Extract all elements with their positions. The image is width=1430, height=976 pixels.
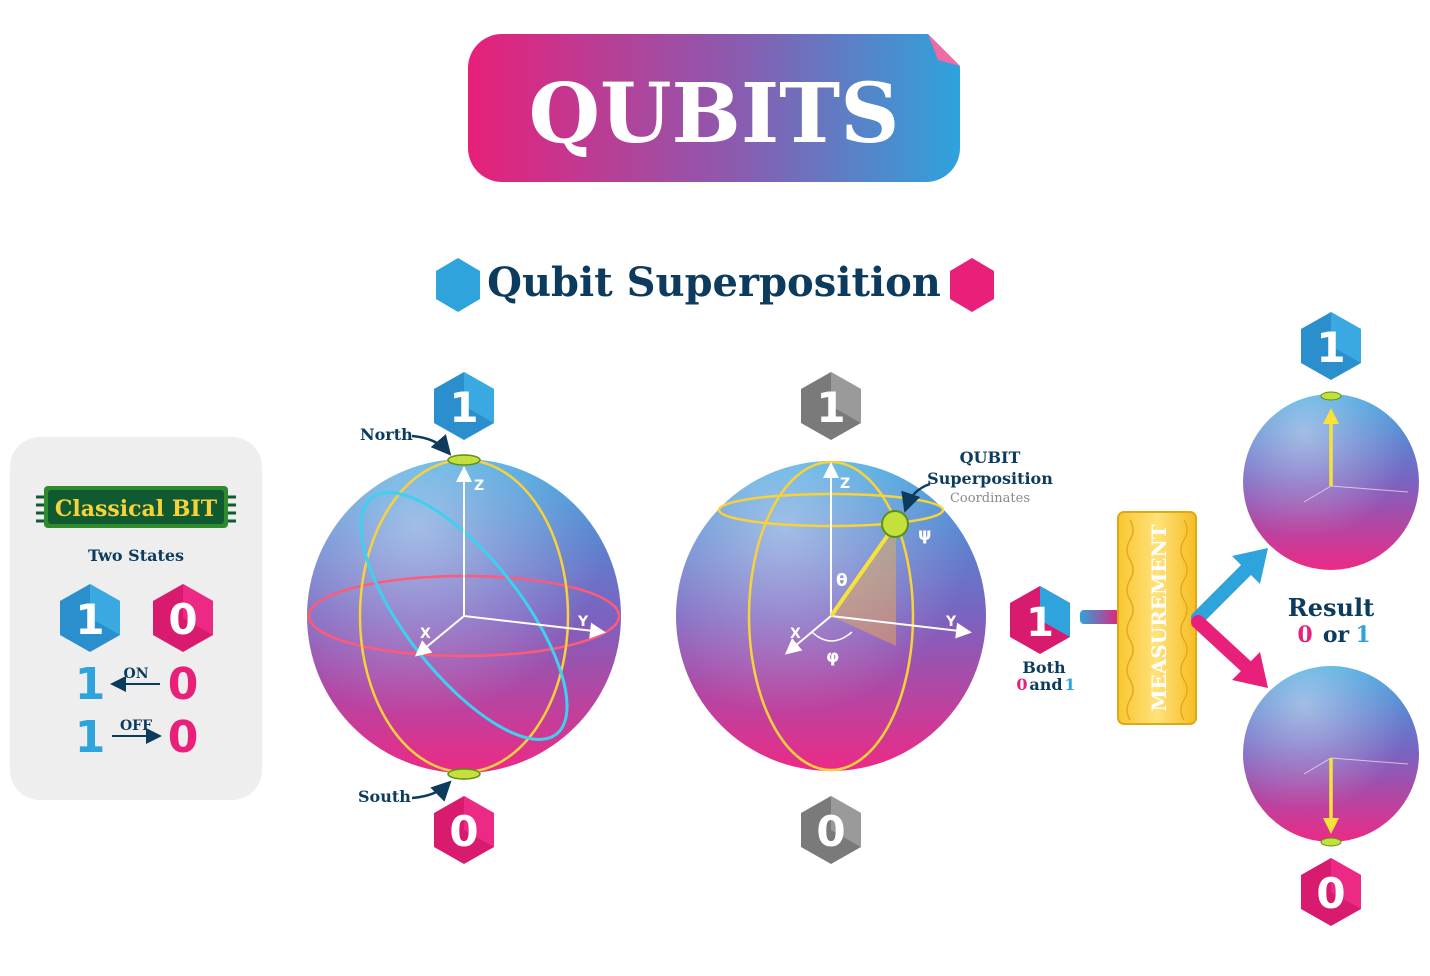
callout-subtitle: Superposition — [927, 469, 1053, 488]
bit-zero-hexagon: 0 — [153, 584, 213, 652]
svg-text:1: 1 — [1064, 675, 1075, 694]
svg-text:X: X — [790, 626, 801, 642]
state-vector — [829, 530, 892, 618]
title-banner: QUBITS — [468, 34, 960, 182]
classical-bit-panel: Classical BIT Two States 1 0 1 ON 0 1 OF… — [10, 437, 262, 800]
page-title: QUBITS — [529, 66, 900, 162]
svg-text:1: 1 — [75, 595, 104, 644]
svg-text:0: 0 — [449, 807, 478, 856]
arrow-up-result — [1191, 559, 1257, 625]
svg-text:0: 0 — [1016, 675, 1027, 694]
arrow-down-result — [1191, 615, 1257, 677]
phi-label: φ — [826, 647, 839, 667]
svg-text:0: 0 — [168, 659, 199, 710]
svg-text:1: 1 — [449, 383, 478, 432]
measurement-section: 1 Both 0 and 1 MEASUREMENT — [1010, 511, 1268, 725]
state-zero-gray-hexagon: 0 — [801, 796, 861, 864]
result-title: Result — [1288, 593, 1374, 622]
north-label: North — [360, 425, 413, 444]
svg-text:1: 1 — [75, 659, 106, 710]
result-one-hexagon: 1 — [1301, 312, 1361, 380]
classical-bit-badge: Classical BIT — [36, 486, 236, 528]
north-pole-marker — [447, 454, 481, 466]
subtitle-row: Qubit Superposition — [436, 258, 994, 312]
result-zero-hexagon: 0 — [1301, 858, 1361, 926]
theta-label: θ — [836, 571, 848, 591]
bit-one-hexagon: 1 — [60, 584, 120, 652]
svg-text:or: or — [1323, 622, 1350, 648]
svg-text:1: 1 — [75, 712, 106, 763]
callout-title: QUBIT — [960, 448, 1021, 467]
svg-text:0: 0 — [168, 595, 197, 644]
svg-text:1: 1 — [1026, 600, 1054, 646]
svg-text:0: 0 — [168, 712, 199, 763]
on-row: 1 ON 0 — [75, 659, 199, 710]
svg-text:X: X — [420, 626, 431, 642]
result-sphere-one: 1 — [1243, 312, 1419, 570]
off-label: OFF — [120, 718, 152, 734]
classical-bit-label: Classical BIT — [55, 496, 218, 522]
both-zero-and-one: 0 and 1 — [1016, 675, 1075, 694]
south-pole-marker — [447, 768, 481, 780]
bloch-sphere-2: 1 Z Y X θ φ ψ QUBIT Superposition Coordi… — [676, 372, 1053, 864]
off-row: 1 OFF 0 — [75, 712, 199, 763]
state-one-hexagon: 1 — [434, 372, 494, 440]
result-sphere-zero: 0 — [1243, 666, 1419, 926]
state-one-gray-hexagon: 1 — [801, 372, 861, 440]
svg-text:Z: Z — [474, 478, 484, 494]
callout-caption: Coordinates — [950, 491, 1030, 506]
two-states-label: Two States — [88, 546, 184, 565]
south-label: South — [358, 787, 411, 806]
svg-text:Y: Y — [945, 614, 957, 630]
both-label: Both — [1022, 658, 1066, 677]
psi-label: ψ — [918, 525, 932, 545]
measurement-device: MEASUREMENT — [1117, 511, 1197, 725]
subtitle: Qubit Superposition — [487, 259, 941, 306]
svg-text:0: 0 — [816, 807, 845, 856]
hexagon-icon — [950, 258, 994, 312]
projection-wedge — [831, 526, 896, 646]
input-connector — [1080, 610, 1120, 624]
on-label: ON — [124, 666, 149, 682]
svg-text:0: 0 — [1316, 869, 1345, 918]
result-label: Result 0 or 1 — [1288, 593, 1374, 648]
both-state-hexagon: 1 — [1010, 586, 1070, 654]
hexagon-icon — [436, 258, 480, 312]
bloch-sphere-1: 1 Z Y X North South 0 — [307, 372, 621, 864]
svg-text:and: and — [1029, 675, 1062, 694]
svg-text:1: 1 — [1355, 622, 1370, 648]
svg-text:0: 0 — [1297, 622, 1312, 648]
svg-text:Y: Y — [577, 614, 589, 630]
svg-text:Z: Z — [840, 476, 850, 492]
qubit-state-point — [881, 510, 909, 538]
state-zero-hexagon: 0 — [434, 796, 494, 864]
svg-text:1: 1 — [1316, 323, 1345, 372]
measurement-label: MEASUREMENT — [1147, 524, 1171, 711]
svg-text:1: 1 — [816, 383, 845, 432]
